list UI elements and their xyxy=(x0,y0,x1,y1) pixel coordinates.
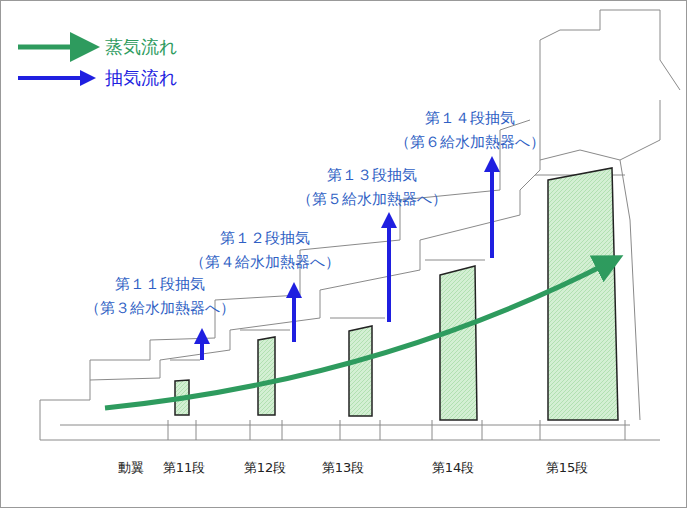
stage-label: 第12段 xyxy=(244,460,287,476)
stage-label: 第14段 xyxy=(432,460,475,476)
extraction-label: 第１４段抽気 （第６給水加熱器へ） xyxy=(370,106,570,154)
extraction-label: 第１２段抽気 （第４給水加熱器へ） xyxy=(165,226,365,274)
legend-text: 蒸気流れ xyxy=(105,36,177,58)
legend-text: 抽気流れ xyxy=(105,67,177,89)
stage-label: 第11段 xyxy=(163,460,206,476)
stage-label: 第13段 xyxy=(322,460,365,476)
extraction-label: 第１１段抽気 （第３給水加熱器へ） xyxy=(60,272,260,320)
extraction-label: 第１３段抽気 （第５給水加熱器へ） xyxy=(272,163,472,211)
stage-label: 第15段 xyxy=(546,460,589,476)
blade-label: 動翼 xyxy=(118,460,144,476)
legend-sample xyxy=(18,45,85,50)
legend-sample xyxy=(18,76,88,80)
